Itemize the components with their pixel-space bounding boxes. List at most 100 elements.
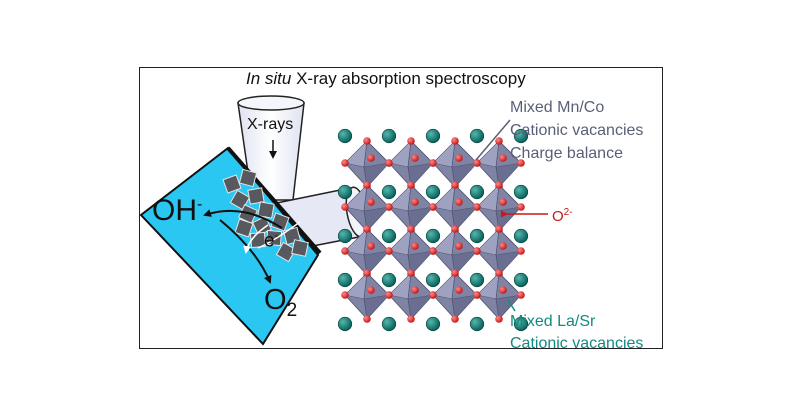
- octahedron-edge: [451, 228, 456, 276]
- oxygen-atom: [499, 286, 507, 294]
- a-site-line-1: Mixed La/Sr: [510, 313, 596, 330]
- oxygen-atom: [473, 247, 481, 255]
- oxygen-atom: [363, 137, 371, 145]
- electron-path: [257, 221, 301, 249]
- octahedron-edge: [495, 228, 500, 276]
- octahedron-edge: [407, 272, 412, 320]
- octahedron-edge: [363, 184, 368, 232]
- a-site-cation: [425, 128, 441, 144]
- oxygen-atom: [495, 181, 503, 189]
- oxygen-atom: [429, 247, 437, 255]
- oxygen-atom: [367, 154, 375, 162]
- bo6-octahedron: [473, 137, 525, 191]
- xray-label: X-rays: [247, 116, 294, 133]
- octahedron-edge: [495, 184, 500, 232]
- hydroxide-label: OH-: [152, 194, 203, 227]
- a-site-cation: [337, 184, 353, 200]
- a-site-cation: [381, 184, 397, 200]
- a-site-cation: [381, 316, 397, 332]
- a-site-cation: [337, 272, 353, 288]
- a-site-leader-line: [507, 299, 516, 312]
- oxygen-atom: [455, 242, 463, 250]
- bo6-octahedron: [341, 269, 393, 323]
- a-site-line-2: Cationic vacancies: [510, 335, 644, 352]
- a-site-cation: [381, 272, 397, 288]
- catalyst-particle: [222, 174, 242, 194]
- catalyst-particle: [247, 187, 265, 205]
- a-site-cation: [425, 272, 441, 288]
- catalyst-particle: [234, 218, 254, 238]
- figure-title: In situ X-ray absorption spectroscopy: [246, 70, 526, 87]
- oxygen-atom: [385, 159, 393, 167]
- electron-arrow: [243, 224, 269, 254]
- octahedron-edge: [407, 228, 412, 276]
- oxygen-atom: [495, 225, 503, 233]
- oxygen-atom: [411, 198, 419, 206]
- b-site-line-2: Cationic vacancies: [510, 122, 644, 139]
- a-site-cation: [469, 272, 485, 288]
- oxygen-atom: [429, 159, 437, 167]
- oxygen-atom: [367, 198, 375, 206]
- catalyst-particle: [275, 241, 297, 263]
- octahedron-edge: [363, 140, 368, 188]
- a-site-cation: [337, 316, 353, 332]
- bo6-octahedron: [385, 181, 437, 235]
- oxygen-atom: [341, 159, 349, 167]
- electrode-surface: [226, 146, 322, 255]
- octahedron-edge: [451, 140, 456, 188]
- oxygen-atom: [495, 137, 503, 145]
- oxygen-atom: [363, 225, 371, 233]
- a-site-cation: [469, 228, 485, 244]
- bo6-octahedron: [473, 225, 525, 279]
- b-site-leader-line: [475, 119, 511, 161]
- oxygen-atom: [473, 203, 481, 211]
- oxygen-atom: [517, 291, 525, 299]
- oxygen-atom: [473, 159, 481, 167]
- octahedron-edge: [363, 228, 368, 276]
- bo6-octahedron: [473, 269, 525, 323]
- oxygen-symbol: O: [552, 208, 564, 225]
- oxygen-atom: [341, 247, 349, 255]
- oxygen-atom: [499, 242, 507, 250]
- oxygen-atom: [363, 181, 371, 189]
- a-site-callout: Mixed La/Sr Cationic vacancies: [510, 311, 643, 355]
- octahedron-edge: [363, 272, 368, 320]
- bo6-octahedron: [429, 137, 481, 191]
- oxygen-atom: [411, 154, 419, 162]
- catalyst-particle: [252, 216, 272, 236]
- electron-label: e-: [264, 228, 279, 252]
- bo6-octahedron: [429, 225, 481, 279]
- oxygen-atom: [429, 291, 437, 299]
- oxygen-atom: [407, 225, 415, 233]
- oxygen-atom: [407, 181, 415, 189]
- oxygen-atom: [363, 315, 371, 323]
- b-site-line-1: Mixed Mn/Co: [510, 99, 605, 116]
- b-site-callout: Mixed Mn/Co Cationic vacancies Charge ba…: [510, 96, 643, 165]
- a-site-cation: [381, 228, 397, 244]
- oxygen-atom: [411, 286, 419, 294]
- oxygen-atom: [429, 203, 437, 211]
- oxygen-atom: [341, 291, 349, 299]
- oxygen-atom: [473, 291, 481, 299]
- oxygen-atom: [451, 315, 459, 323]
- oxygen-atom: [385, 203, 393, 211]
- oxygen-atom: [367, 286, 375, 294]
- bo6-octahedron: [429, 181, 481, 235]
- oxygen-atom: [499, 154, 507, 162]
- reaction-arrow-oh: [203, 209, 283, 229]
- a-site-cation: [469, 184, 485, 200]
- oxygen-atom: [495, 269, 503, 277]
- octahedron-edge: [407, 140, 412, 188]
- a-site-cation: [381, 128, 397, 144]
- perovskite-lattice: [337, 128, 529, 332]
- oxygen-atom: [363, 269, 371, 277]
- a-site-cation: [425, 228, 441, 244]
- oxygen-atom: [455, 286, 463, 294]
- a-site-cation: [337, 228, 353, 244]
- oxygen-atom: [455, 198, 463, 206]
- oxygen-atom: [517, 247, 525, 255]
- oxygen-atom: [407, 137, 415, 145]
- title-rest: X-ray absorption spectroscopy: [291, 69, 526, 88]
- oxygen-atom: [451, 137, 459, 145]
